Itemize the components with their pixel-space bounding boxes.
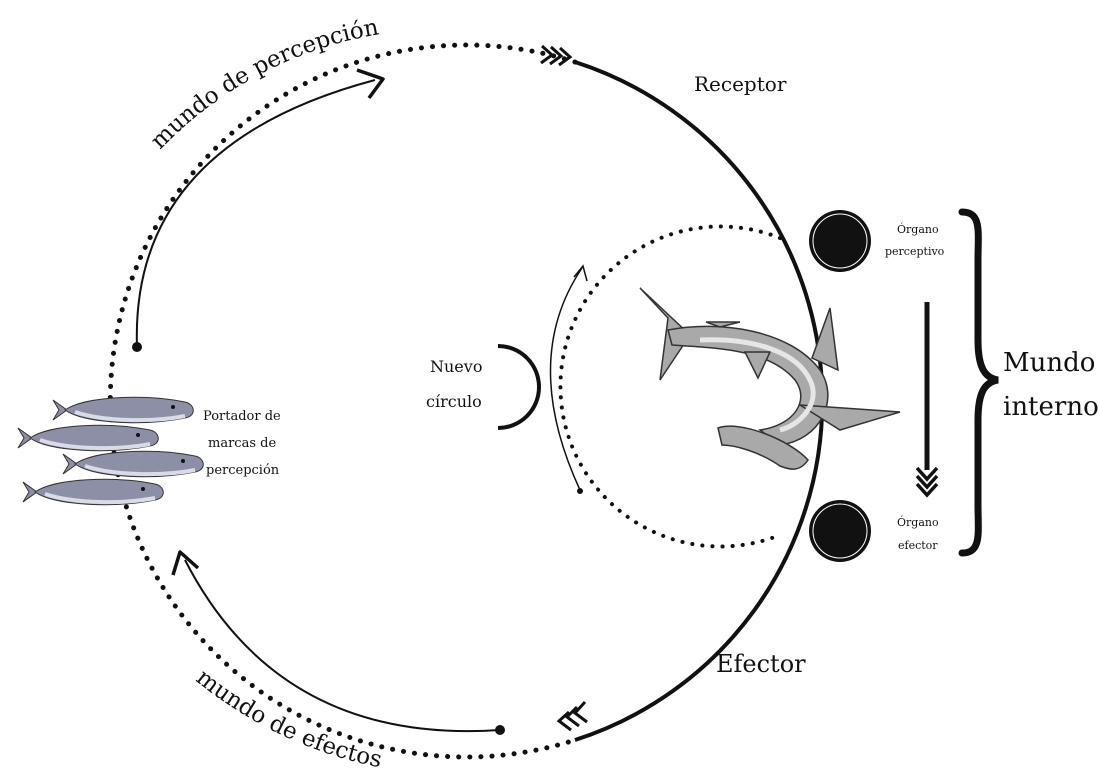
effect-arrowhead-icon xyxy=(173,552,198,575)
carrier-label-line3: percepción xyxy=(206,463,280,478)
hammerhead-shark-icon xyxy=(640,288,900,469)
new-circle-label-line2: círculo xyxy=(426,392,482,411)
inner-world-brace-icon xyxy=(962,212,998,553)
effector-organ-icon xyxy=(809,500,871,562)
carrier-label-line1: Portador de xyxy=(203,409,281,424)
new-circle-dotted xyxy=(560,227,780,547)
perceptive-organ-label-line1: Órgano xyxy=(897,222,939,236)
inner-world-arrowhead-icon xyxy=(917,468,937,495)
outer-circle-solid xyxy=(575,62,822,740)
new-circle-bracket xyxy=(498,346,539,428)
inner-world-label-line1: Mundo xyxy=(1003,348,1095,378)
fish-school-icon xyxy=(18,397,203,504)
effect-arrow-start-dot xyxy=(495,725,505,735)
perception-arrow-start-dot xyxy=(132,342,142,352)
perception-world-label: mundo de percepción xyxy=(146,14,381,154)
new-circle-arrow-start-dot xyxy=(577,488,583,494)
perceptive-organ-label-line2: perceptivo xyxy=(885,245,945,258)
effector-organ-label-line1: Órgano xyxy=(897,515,939,529)
perceptive-organ-icon xyxy=(809,210,871,272)
effector-organ-label-line2: efector xyxy=(898,539,938,552)
carrier-label-line2: marcas de xyxy=(208,436,276,451)
efector-arrowhead-icon xyxy=(559,702,587,730)
receptor-label: Receptor xyxy=(694,72,787,96)
efector-label: Efector xyxy=(716,650,806,678)
inner-world-label-line2: interno xyxy=(1003,392,1099,422)
new-circle-label-line1: Nuevo xyxy=(430,357,482,376)
